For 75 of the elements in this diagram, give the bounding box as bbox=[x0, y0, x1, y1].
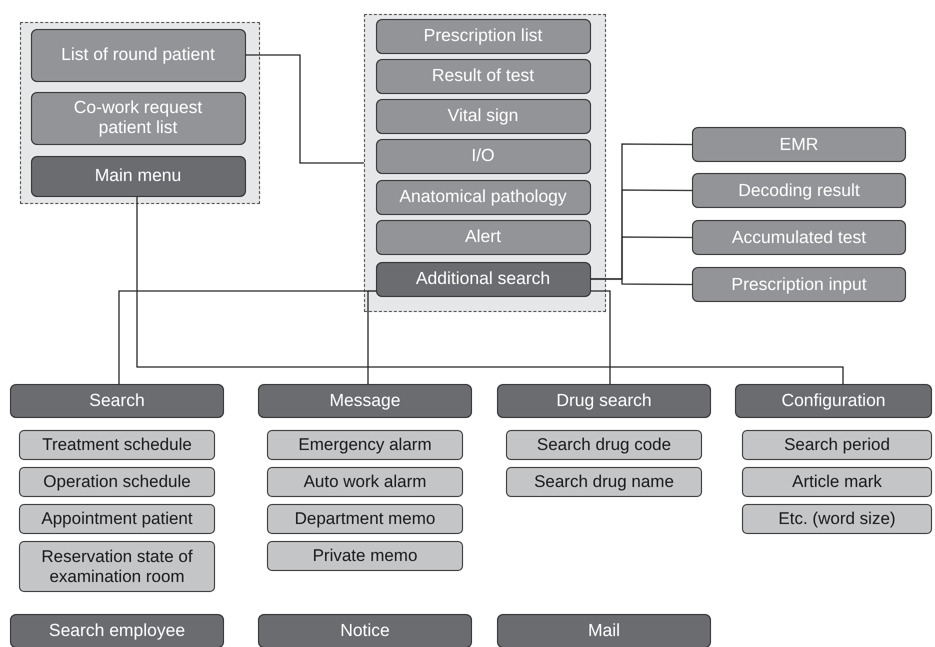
menu-header-box bbox=[735, 384, 932, 418]
submenu-item-box bbox=[742, 504, 932, 534]
menu-label: Anatomical pathology bbox=[399, 187, 567, 207]
menu-label: Search employee bbox=[48, 621, 186, 641]
menu-header-box bbox=[10, 384, 224, 418]
menu-label: Notice bbox=[340, 621, 390, 641]
menu-label: Private memo bbox=[312, 546, 418, 566]
submenu-item-box bbox=[267, 430, 463, 460]
submenu-item-box bbox=[19, 541, 215, 592]
submenu-item-box bbox=[19, 430, 215, 460]
menu-header-box bbox=[10, 614, 224, 647]
menu-label: Article mark bbox=[792, 472, 882, 492]
connector-line bbox=[246, 54, 364, 164]
submenu-item-box bbox=[19, 467, 215, 497]
menu-label: Prescription list bbox=[424, 26, 542, 46]
menu-label: Treatment schedule bbox=[42, 435, 192, 455]
menu-label: Emergency alarm bbox=[298, 435, 432, 455]
menu-label: Prescription input bbox=[731, 274, 867, 294]
menu-label: Co-work request patient list bbox=[72, 98, 204, 138]
menu-label: Search drug code bbox=[536, 435, 672, 455]
menu-item-box bbox=[376, 18, 590, 54]
menu-label: Mail bbox=[588, 621, 620, 641]
menu-item-box bbox=[30, 92, 246, 144]
menu-label: Etc. (word size) bbox=[778, 509, 896, 529]
menu-label: Drug search bbox=[556, 391, 652, 411]
menu-label: Auto work alarm bbox=[304, 472, 426, 492]
connector-line bbox=[591, 290, 611, 384]
menu-item-box bbox=[376, 58, 590, 94]
submenu-item-box bbox=[506, 430, 702, 460]
submenu-item-box bbox=[267, 541, 463, 571]
connector-line bbox=[591, 278, 692, 286]
menu-label: Configuration bbox=[781, 391, 886, 411]
menu-label: Reservation state of examination room bbox=[40, 547, 194, 586]
menu-header-box bbox=[30, 156, 246, 196]
menu-label: Message bbox=[329, 391, 400, 411]
menu-label: Accumulated test bbox=[732, 228, 866, 248]
submenu-item-box bbox=[742, 467, 932, 497]
menu-label: Alert bbox=[465, 227, 501, 247]
menu-header-box bbox=[497, 384, 711, 418]
menu-header-box bbox=[376, 262, 590, 296]
menu-item-box bbox=[692, 127, 906, 162]
menu-label: Vital sign bbox=[448, 106, 518, 126]
submenu-item-box bbox=[506, 467, 702, 497]
group-panel bbox=[20, 22, 260, 204]
connector-line bbox=[136, 197, 844, 384]
menu-label: Search bbox=[89, 391, 145, 411]
group-panel bbox=[364, 14, 606, 312]
submenu-item-box bbox=[742, 430, 932, 460]
menu-header-box bbox=[258, 614, 472, 647]
menu-label: EMR bbox=[780, 134, 818, 154]
menu-item-box bbox=[376, 220, 590, 254]
menu-label: Operation schedule bbox=[43, 472, 191, 492]
menu-item-box bbox=[692, 267, 906, 302]
menu-item-box bbox=[376, 180, 590, 214]
menu-label: Search drug name bbox=[534, 472, 674, 492]
submenu-item-box bbox=[267, 467, 463, 497]
menu-label: Decoding result bbox=[738, 180, 860, 200]
menu-item-box bbox=[376, 138, 590, 174]
menu-item-box bbox=[30, 28, 246, 82]
menu-label: List of round patient bbox=[61, 45, 215, 65]
menu-label: Department memo bbox=[294, 509, 436, 529]
submenu-item-box bbox=[19, 504, 215, 534]
menu-header-box bbox=[258, 384, 472, 418]
menu-label: Additional search bbox=[416, 269, 550, 289]
menu-label: Search period bbox=[784, 435, 890, 455]
menu-item-box bbox=[692, 173, 906, 208]
menu-label: I/O bbox=[471, 146, 495, 166]
menu-item-box bbox=[692, 220, 906, 255]
menu-label: Appointment patient bbox=[41, 509, 193, 529]
menu-header-box bbox=[497, 614, 711, 647]
menu-item-box bbox=[376, 98, 590, 134]
submenu-item-box bbox=[267, 504, 463, 534]
menu-label: Result of test bbox=[432, 66, 534, 86]
menu-label: Main menu bbox=[94, 166, 182, 186]
connector-line bbox=[367, 290, 376, 384]
